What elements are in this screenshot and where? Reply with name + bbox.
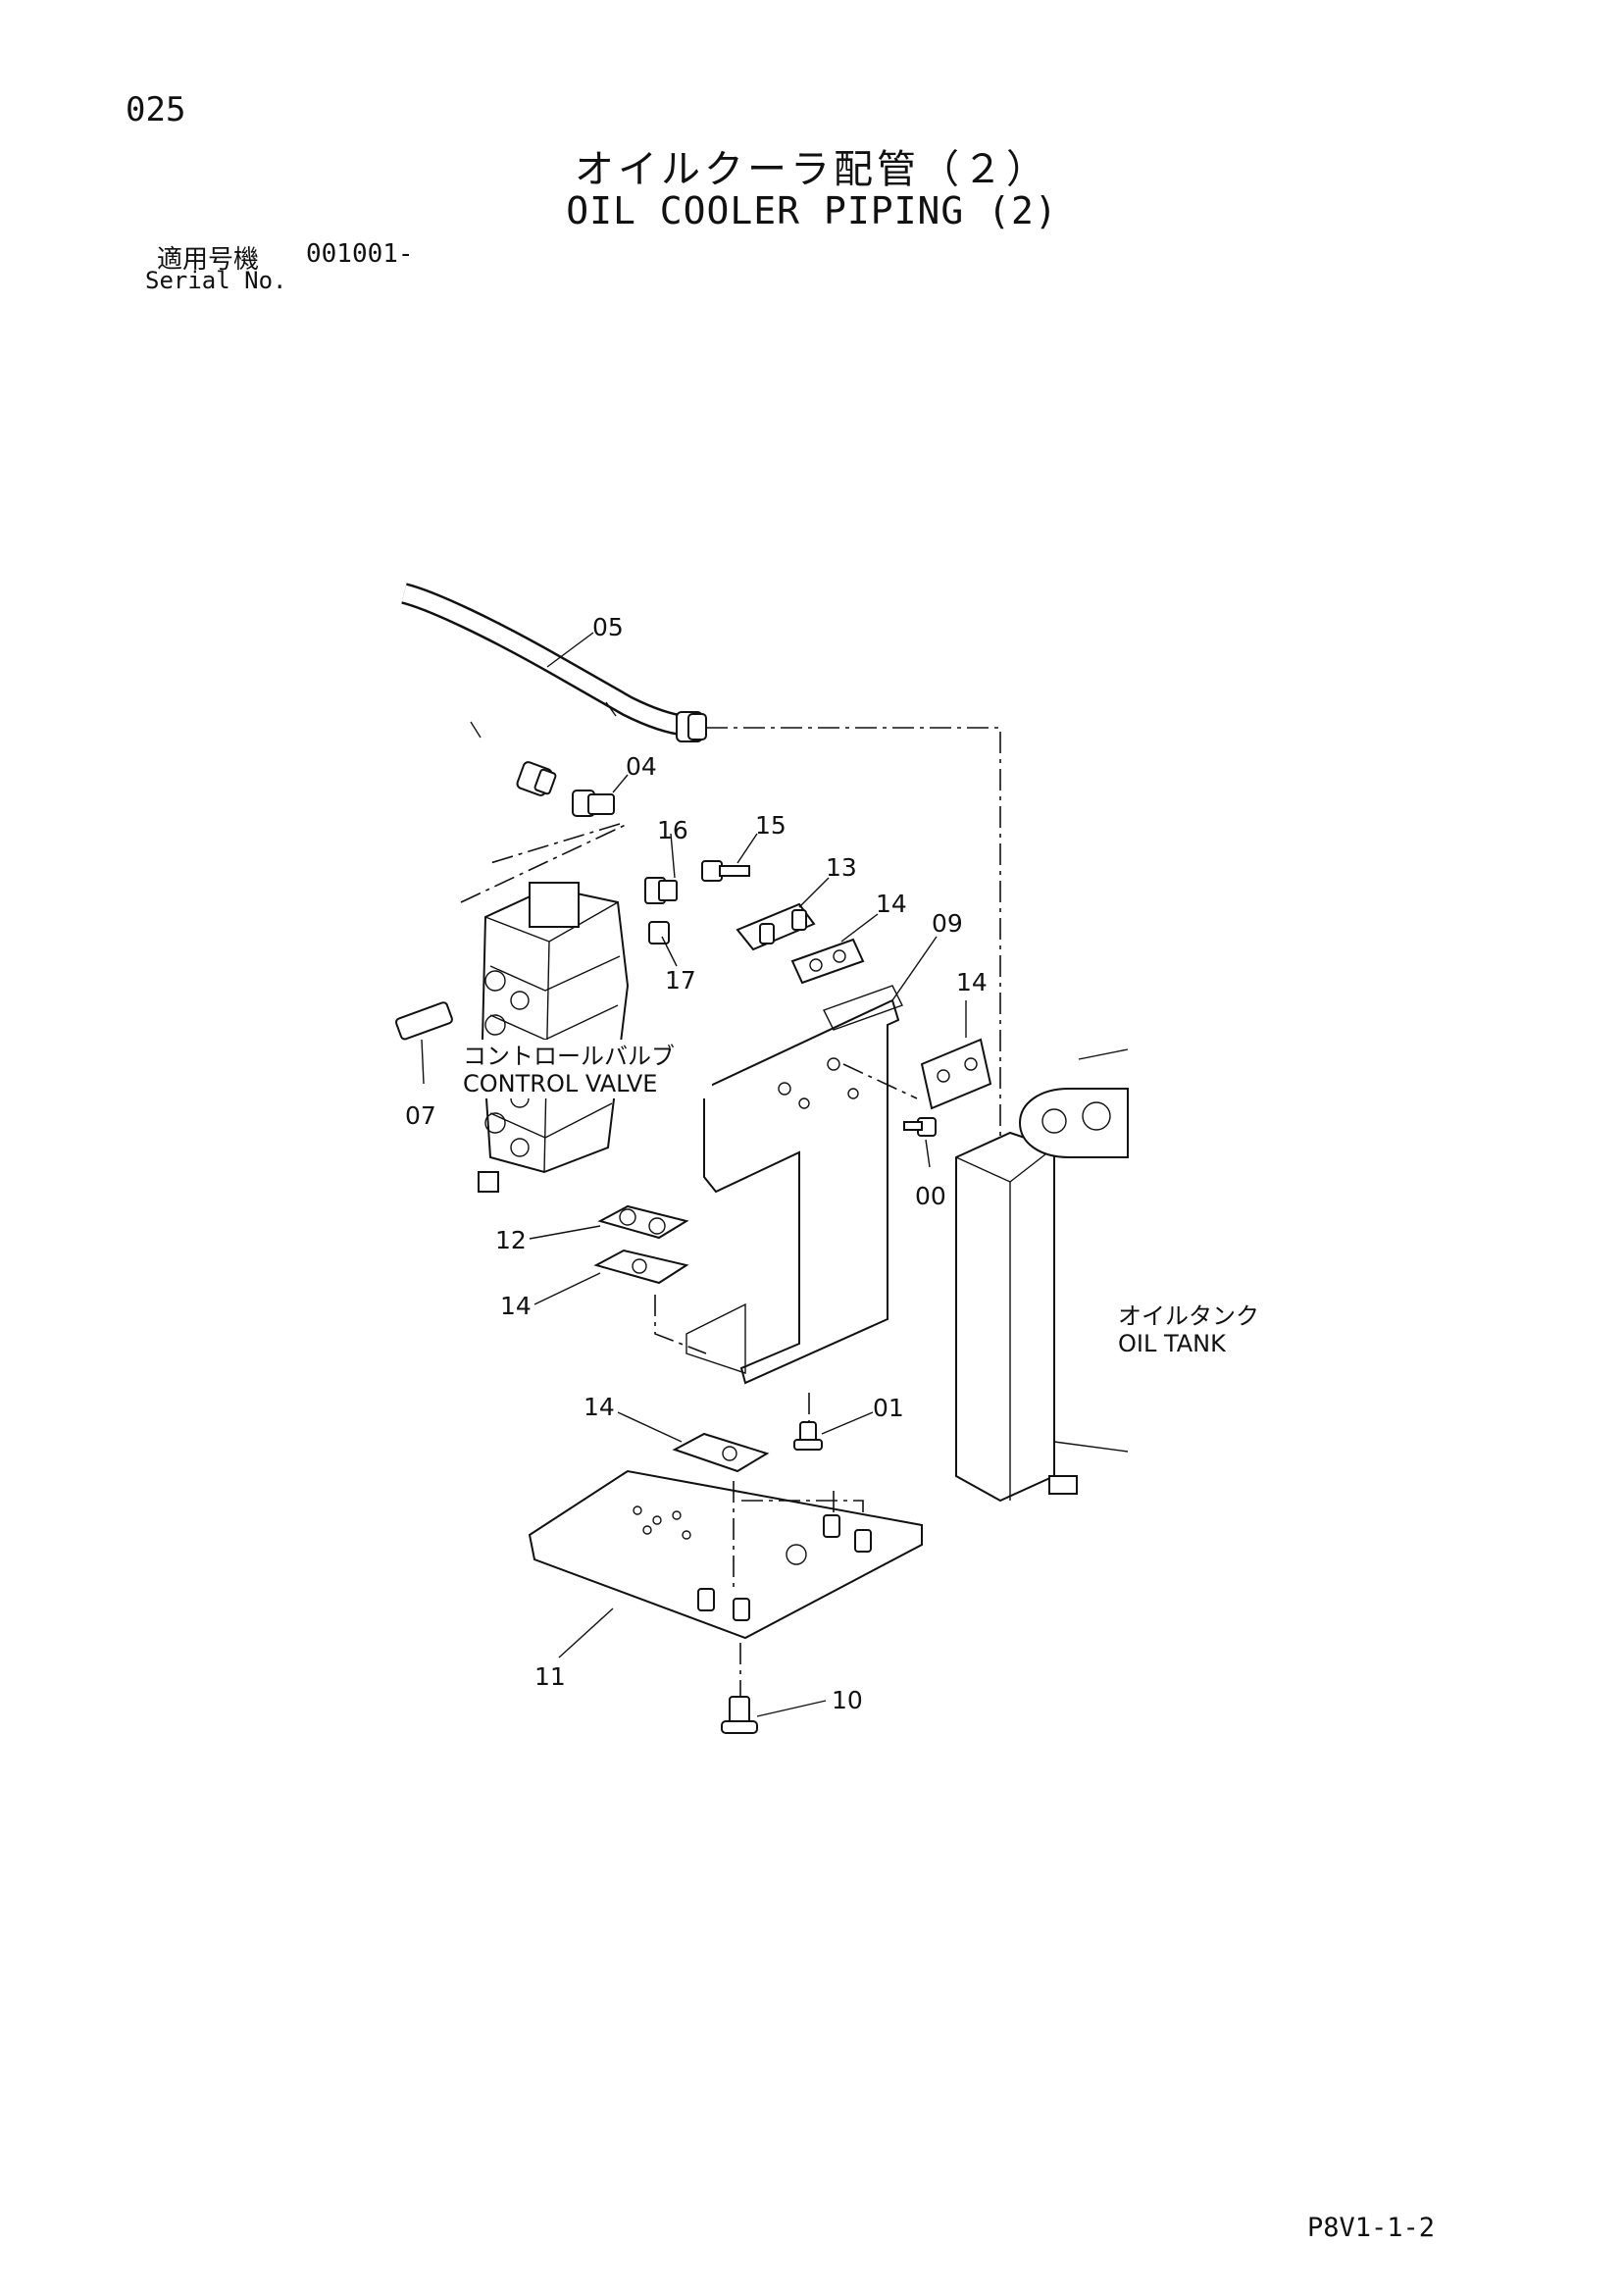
callout-14-midleft: 14 [500, 1292, 532, 1320]
control-valve-block [460, 823, 630, 1193]
title-english: OIL COOLER PIPING (2) [566, 189, 1058, 232]
oil-tank-label-en: OIL TANK [1118, 1330, 1227, 1357]
guide-line-midleft [654, 1295, 707, 1354]
callout-14-bottom: 14 [584, 1393, 615, 1421]
callout-00: 00 [915, 1182, 946, 1210]
callout-09: 09 [932, 909, 963, 938]
bolt-15 [701, 860, 750, 882]
title-japanese: オイルクーラ配管（２） [575, 147, 1049, 192]
piping-line-04 [489, 823, 621, 864]
plate-12 [597, 1204, 689, 1240]
drawing-code: P8V1-1-2 [1307, 2213, 1436, 2243]
shim-14-right [920, 1038, 992, 1110]
callout-16: 16 [657, 816, 688, 844]
shim-14-upper [790, 938, 865, 985]
control-valve-label-jp: コントロールバルブ [463, 1043, 675, 1070]
part-callouts: 05 04 16 15 13 14 09 14 17 07 00 12 14 1… [405, 613, 988, 1714]
callout-07: 07 [405, 1101, 436, 1130]
shim-14-bottom [672, 1432, 770, 1473]
callout-10: 10 [832, 1686, 863, 1714]
callout-01: 01 [873, 1394, 904, 1422]
callout-13: 13 [826, 853, 857, 882]
serial-label-english: Serial No. [145, 267, 287, 294]
fitting-16 [644, 877, 678, 904]
control-valve-label-bg [459, 1040, 712, 1098]
fitting-17 [648, 921, 670, 944]
callout-15: 15 [755, 811, 787, 840]
callout-12: 12 [495, 1226, 527, 1254]
control-valve-label-en: CONTROL VALVE [463, 1070, 657, 1097]
shim-14-midleft [593, 1249, 689, 1285]
serial-number-value: 001001- [306, 239, 414, 269]
callout-14-upper: 14 [876, 890, 907, 918]
callout-14-right: 14 [956, 968, 988, 996]
bolt-00 [903, 1117, 937, 1137]
serial-label-japanese: 適用号機 [157, 245, 260, 275]
page-number: 025 [126, 90, 186, 129]
adapter-fitting [572, 790, 615, 817]
bracket-09 [685, 985, 918, 1385]
callout-11: 11 [534, 1662, 566, 1691]
bolt-01 [793, 1421, 823, 1451]
oil-tank [955, 1048, 1129, 1503]
oil-tank-label-jp: オイルタンク [1118, 1302, 1259, 1330]
callout-17: 17 [665, 966, 696, 995]
connector-07 [394, 1001, 453, 1041]
plate-13 [736, 902, 816, 951]
hose-assembly [388, 583, 707, 796]
leader-lines [421, 632, 967, 1717]
bolt-10 [721, 1696, 758, 1734]
base-plate-11 [528, 1469, 923, 1640]
callout-04: 04 [626, 752, 657, 781]
callout-05: 05 [592, 613, 624, 641]
